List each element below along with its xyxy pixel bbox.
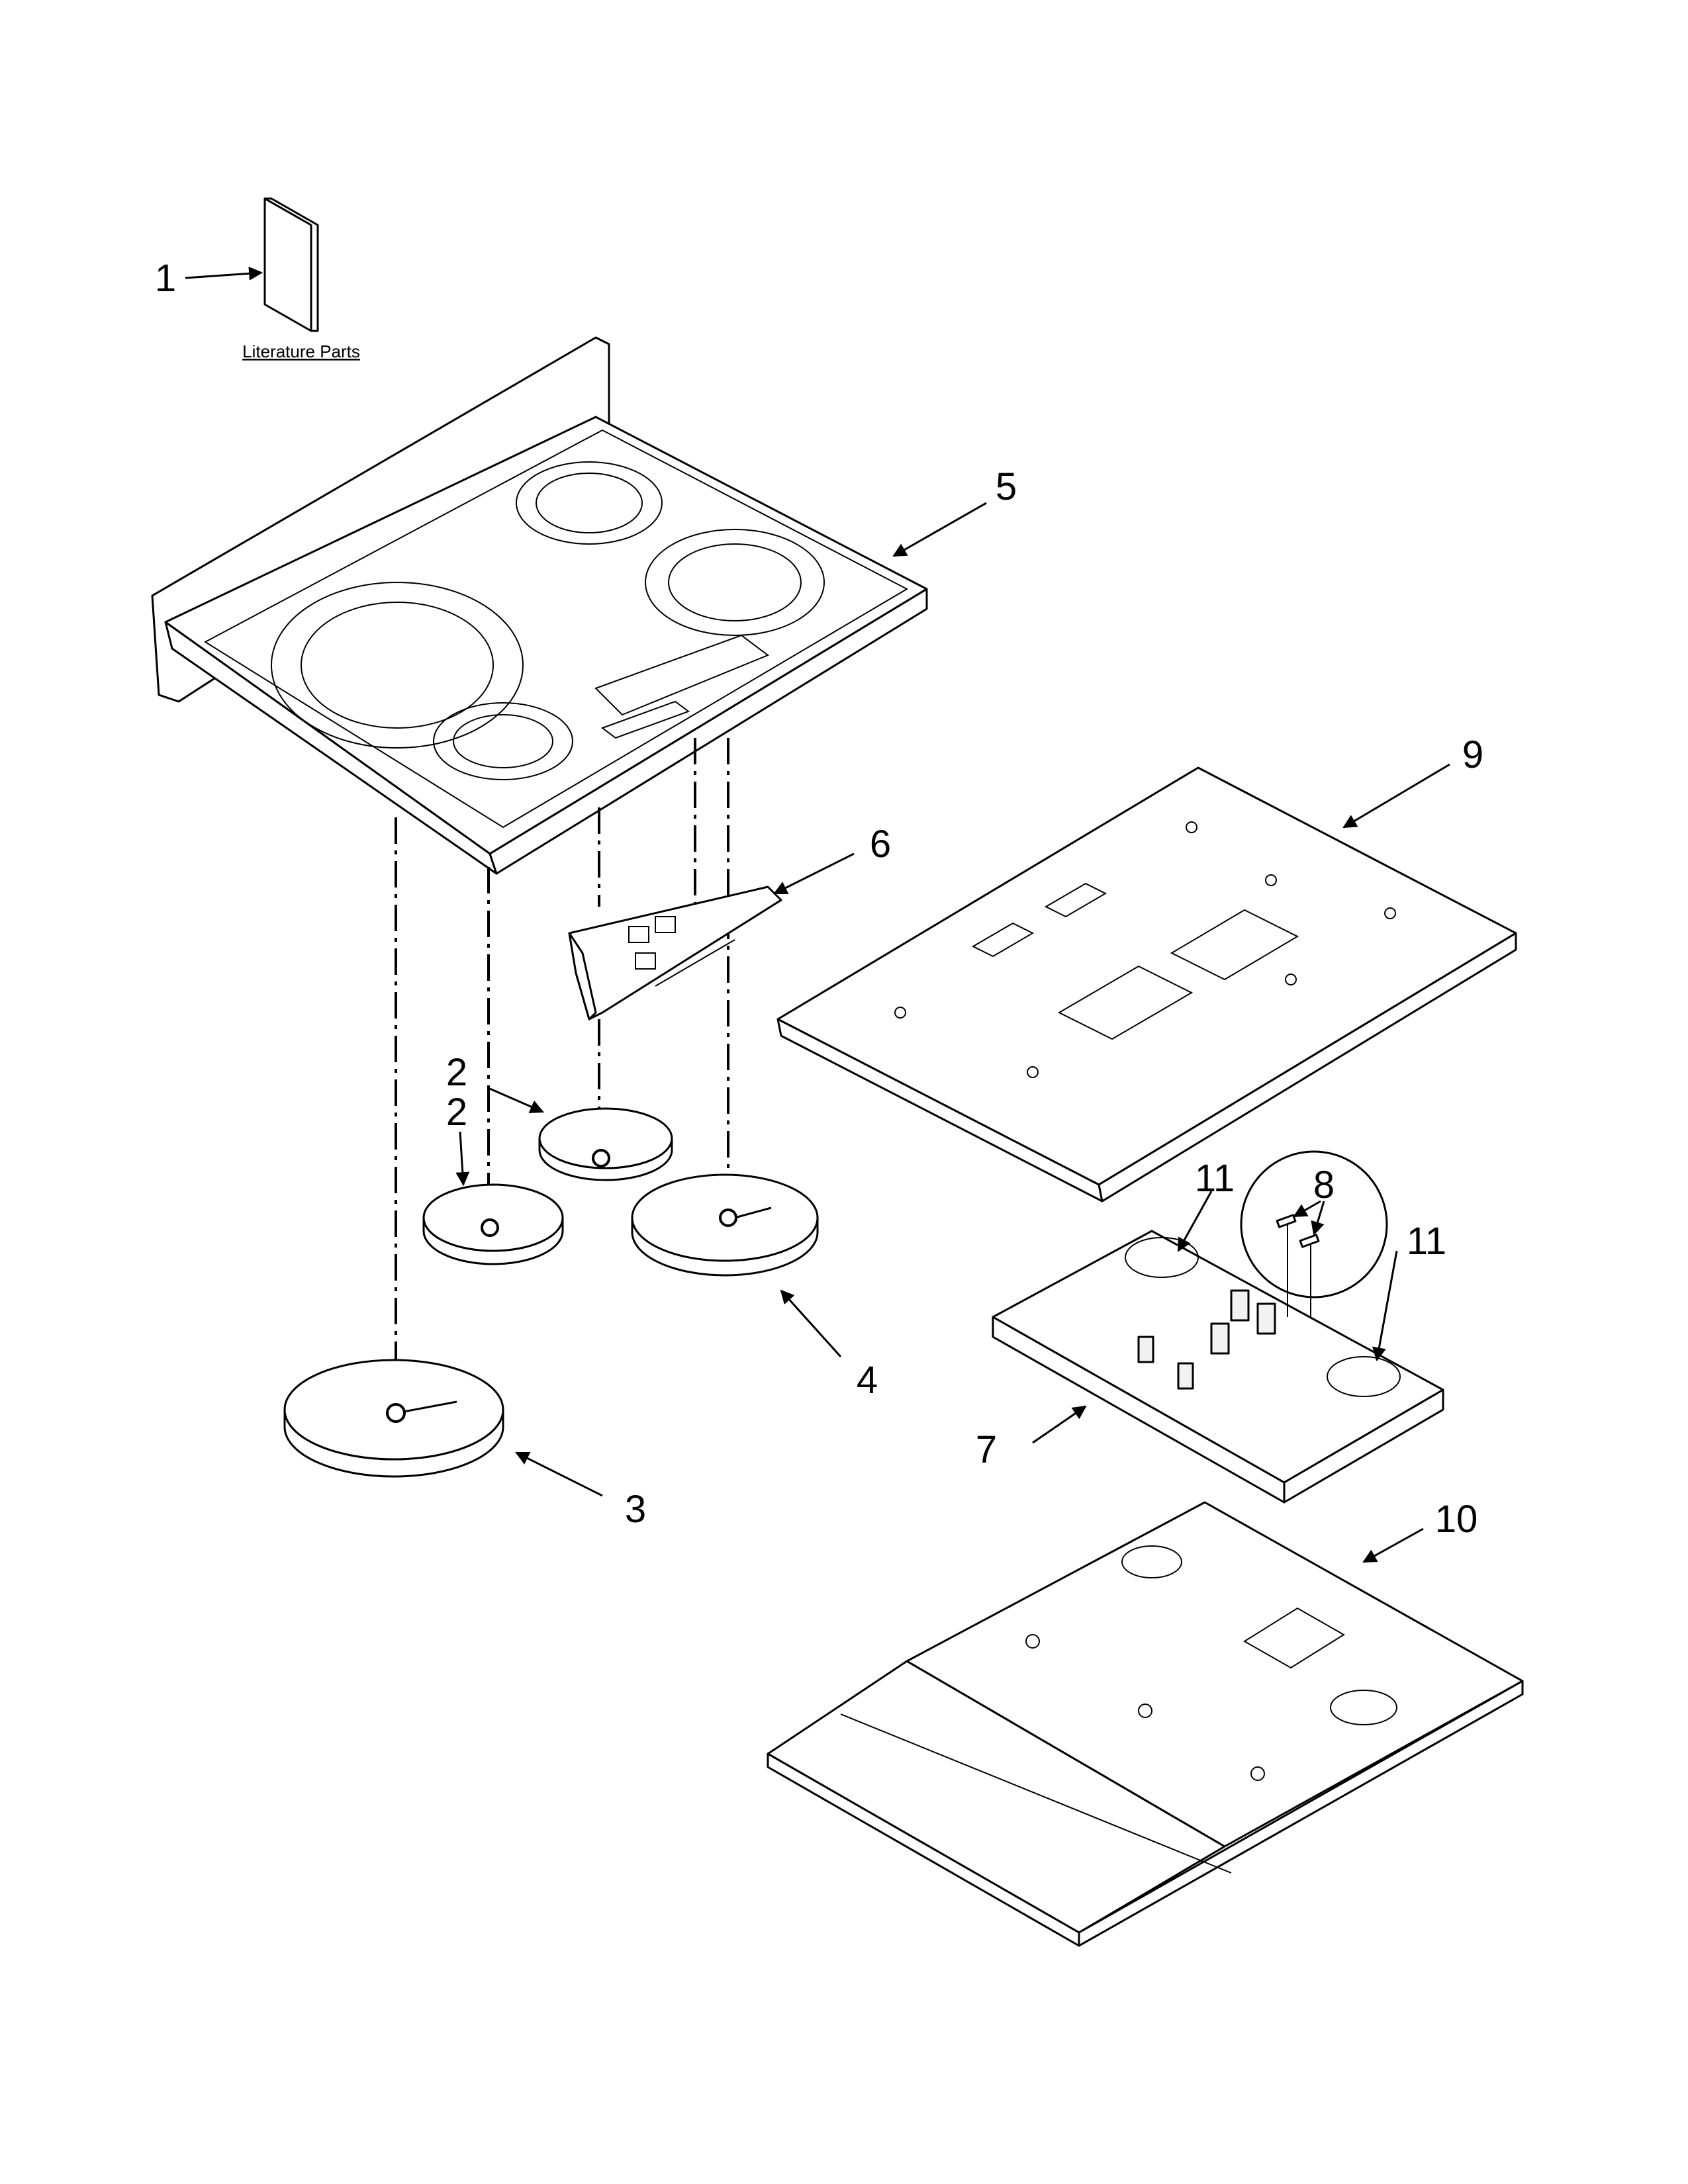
callout-4: 4	[857, 1359, 878, 1402]
burner-small-upper	[489, 1087, 673, 1181]
cooktop	[151, 336, 987, 875]
literature-booklet	[185, 197, 319, 332]
callout-2-lower: 2	[446, 1091, 467, 1134]
callout-11-left: 11	[1195, 1157, 1235, 1200]
callout-2-upper: 2	[446, 1051, 467, 1094]
callout-3: 3	[625, 1488, 646, 1531]
control-board	[568, 852, 855, 1021]
callout-1: 1	[155, 257, 176, 300]
callout-10: 10	[1435, 1498, 1478, 1541]
callout-5: 5	[996, 465, 1017, 508]
literature-parts-label: Literature Parts	[242, 341, 360, 361]
callout-7: 7	[976, 1428, 997, 1471]
callout-9: 9	[1462, 733, 1483, 776]
bottom-tray	[767, 1501, 1524, 1947]
callout-11-right: 11	[1407, 1220, 1446, 1263]
burner-small-lower	[422, 1131, 564, 1265]
fuse-detail	[1240, 1150, 1388, 1317]
callout-6: 6	[870, 823, 891, 866]
callout-8: 8	[1313, 1163, 1335, 1206]
heat-shield-plate	[776, 763, 1517, 1203]
induction-module	[992, 1191, 1444, 1504]
burner-large	[283, 1359, 603, 1497]
burner-medium	[631, 1173, 842, 1358]
